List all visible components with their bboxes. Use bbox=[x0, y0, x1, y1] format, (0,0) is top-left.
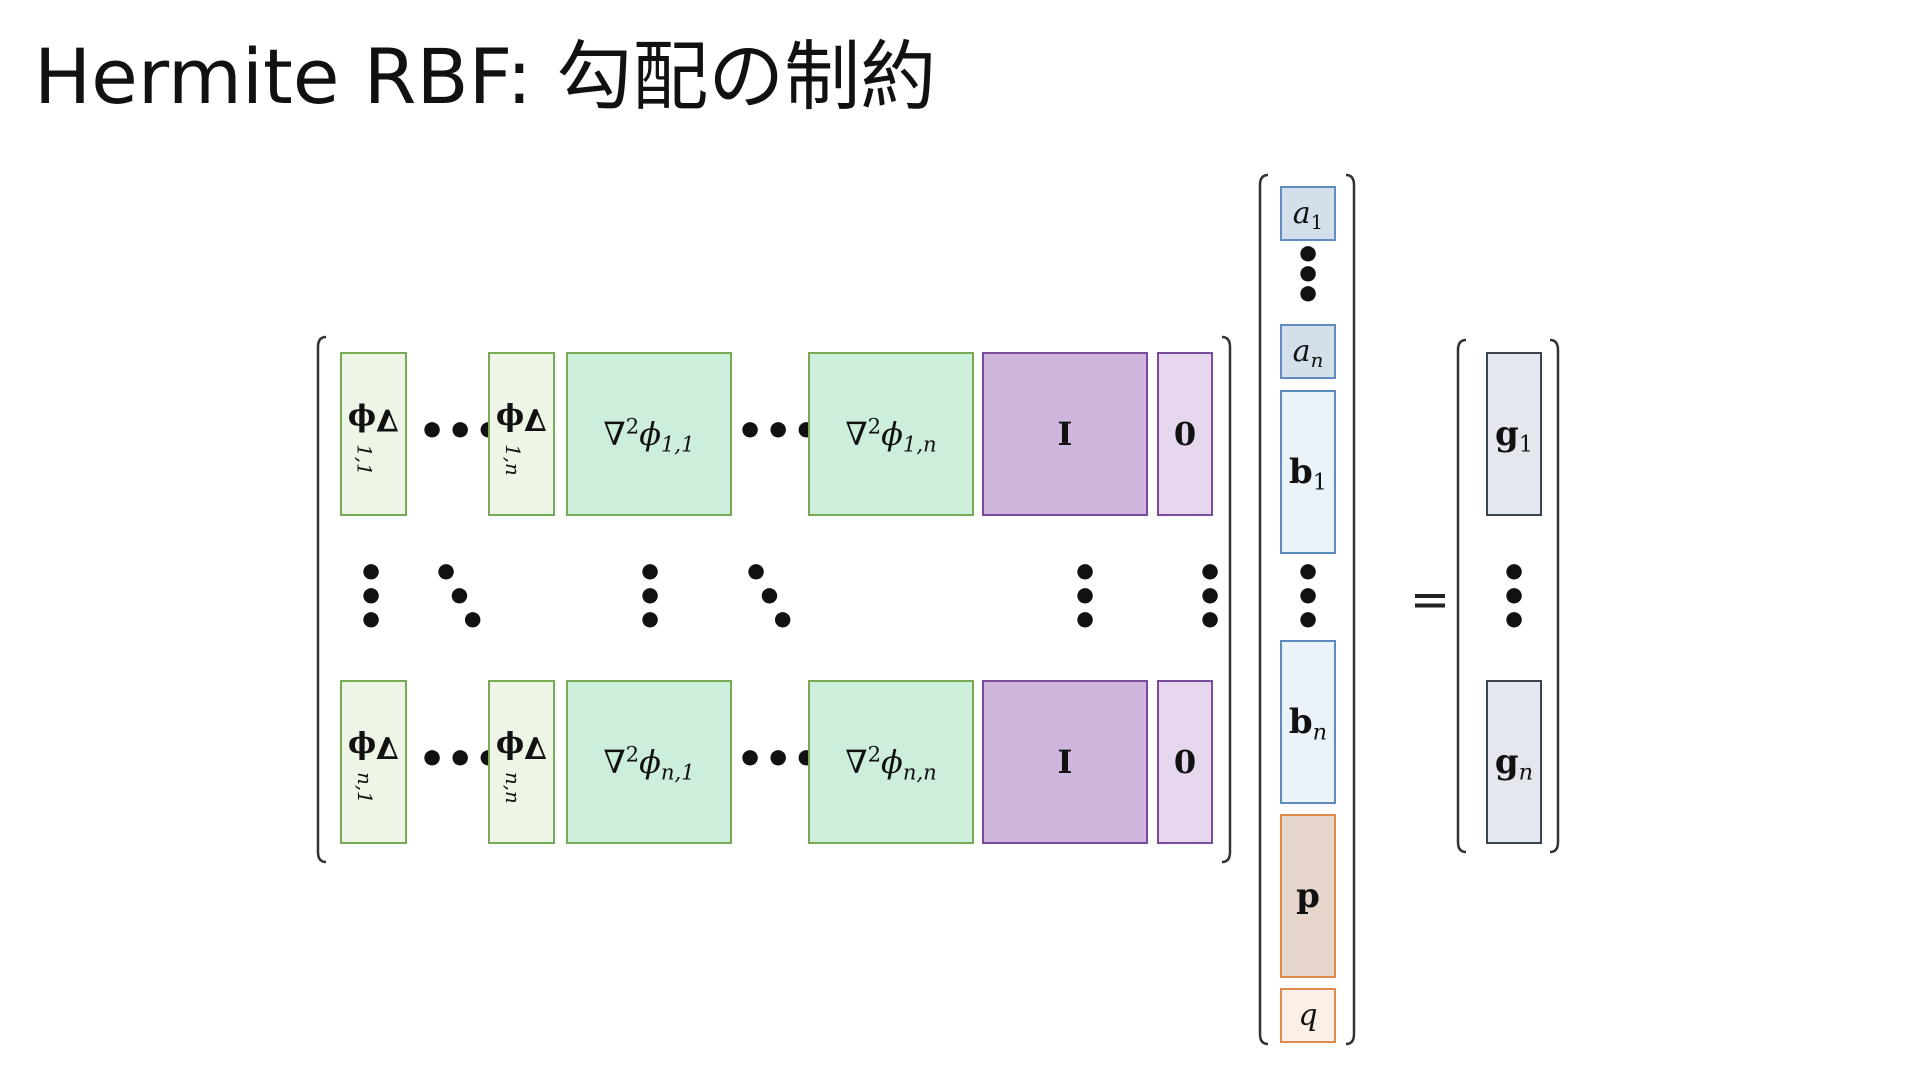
vertical-dots: • • • bbox=[1500, 548, 1529, 647]
identity-block-rown: I bbox=[982, 680, 1148, 844]
cell-subscript: 1,n bbox=[501, 443, 525, 476]
vertical-dots: • • • bbox=[1071, 548, 1100, 647]
hessian-phi-n-1-cell: ∇2ϕn,1 bbox=[566, 680, 732, 844]
matrix-left-bracket bbox=[316, 335, 327, 864]
grad-symbol: ∇ϕ bbox=[496, 728, 547, 764]
identity-label: I bbox=[1057, 743, 1073, 781]
g-symbol: g bbox=[1494, 414, 1519, 454]
phi-symbol: ϕ bbox=[881, 415, 903, 453]
grad-phi-1-n-cell: ∇ϕ 1,n bbox=[488, 352, 555, 516]
gn-cell: gn bbox=[1486, 680, 1542, 844]
vertical-dots: • • • bbox=[1294, 230, 1323, 321]
cell-superscript: 2 bbox=[867, 741, 882, 767]
g1-cell: g1 bbox=[1486, 352, 1542, 516]
grad-symbol: ∇ϕ bbox=[496, 400, 547, 436]
zero-block-rown: 0 bbox=[1157, 680, 1213, 844]
vector-left-bracket bbox=[1258, 173, 1269, 1046]
vertical-dots: • • • bbox=[1196, 548, 1225, 647]
a1-cell: a1 bbox=[1280, 186, 1336, 241]
cell-subscript: 1 bbox=[1518, 431, 1534, 458]
grad-symbol: ∇ϕ bbox=[348, 400, 399, 436]
vertical-dots: • • • bbox=[357, 548, 386, 647]
zero-label: 0 bbox=[1173, 415, 1197, 453]
grad-symbol: ∇ϕ bbox=[348, 728, 399, 764]
identity-block-row1: I bbox=[982, 352, 1148, 516]
zero-label: 0 bbox=[1173, 743, 1197, 781]
phi-symbol: ϕ bbox=[881, 743, 903, 781]
b1-cell: b1 bbox=[1280, 390, 1336, 554]
grad-phi-1-1-cell: ∇ϕ 1,1 bbox=[340, 352, 407, 516]
hessian-phi-1-1-cell: ∇2ϕ1,1 bbox=[566, 352, 732, 516]
cell-subscript: 1,1 bbox=[661, 431, 695, 457]
cell-subscript: n bbox=[1312, 719, 1328, 746]
equals-sign: = bbox=[1409, 572, 1451, 628]
a-symbol: a bbox=[1292, 196, 1311, 231]
cell-subscript: n,n bbox=[902, 759, 937, 785]
p-cell: p bbox=[1280, 814, 1336, 978]
nabla-symbol: ∇ bbox=[603, 743, 626, 781]
vertical-dots: • • • bbox=[1294, 548, 1323, 647]
q-cell: q bbox=[1280, 988, 1336, 1043]
phi-symbol: ϕ bbox=[639, 743, 661, 781]
diagonal-dots: • • • bbox=[432, 548, 487, 647]
a-symbol: a bbox=[1292, 334, 1311, 369]
vertical-dots: • • • bbox=[636, 548, 665, 647]
phi-symbol: ϕ bbox=[639, 415, 661, 453]
bn-cell: bn bbox=[1280, 640, 1336, 804]
grad-phi-n-1-cell: ∇ϕ n,1 bbox=[340, 680, 407, 844]
p-label: p bbox=[1296, 876, 1320, 916]
horizontal-dots: ••• bbox=[736, 734, 821, 785]
cell-subscript: 1 bbox=[1310, 210, 1324, 234]
cell-superscript: 2 bbox=[625, 413, 640, 439]
identity-label: I bbox=[1057, 415, 1073, 453]
zero-block-row1: 0 bbox=[1157, 352, 1213, 516]
cell-subscript: 1,1 bbox=[353, 443, 377, 476]
grad-phi-n-n-cell: ∇ϕ n,n bbox=[488, 680, 555, 844]
hessian-phi-n-n-cell: ∇2ϕn,n bbox=[808, 680, 974, 844]
cell-subscript: n bbox=[1310, 348, 1324, 372]
matrix-right-bracket bbox=[1221, 335, 1232, 864]
cell-subscript: n,n bbox=[501, 771, 525, 804]
cell-subscript: n bbox=[1518, 759, 1534, 786]
nabla-symbol: ∇ bbox=[845, 743, 868, 781]
an-cell: an bbox=[1280, 324, 1336, 379]
cell-subscript: n,1 bbox=[353, 771, 377, 804]
cell-subscript: 1 bbox=[1312, 469, 1328, 496]
cell-superscript: 2 bbox=[867, 413, 882, 439]
nabla-symbol: ∇ bbox=[603, 415, 626, 453]
horizontal-dots: ••• bbox=[736, 406, 821, 457]
q-label: q bbox=[1298, 998, 1318, 1033]
nabla-symbol: ∇ bbox=[845, 415, 868, 453]
cell-superscript: 2 bbox=[625, 741, 640, 767]
rhs-right-bracket bbox=[1549, 338, 1560, 854]
rhs-left-bracket bbox=[1456, 338, 1467, 854]
cell-subscript: 1,n bbox=[902, 431, 937, 457]
hessian-phi-1-n-cell: ∇2ϕ1,n bbox=[808, 352, 974, 516]
g-symbol: g bbox=[1494, 742, 1519, 782]
slide-title: Hermite RBF: 勾配の制約 bbox=[34, 32, 937, 121]
vector-right-bracket bbox=[1345, 173, 1356, 1046]
cell-subscript: n,1 bbox=[660, 759, 695, 785]
b-symbol: b bbox=[1288, 702, 1313, 742]
diagonal-dots: • • • bbox=[742, 548, 797, 647]
b-symbol: b bbox=[1288, 452, 1313, 492]
